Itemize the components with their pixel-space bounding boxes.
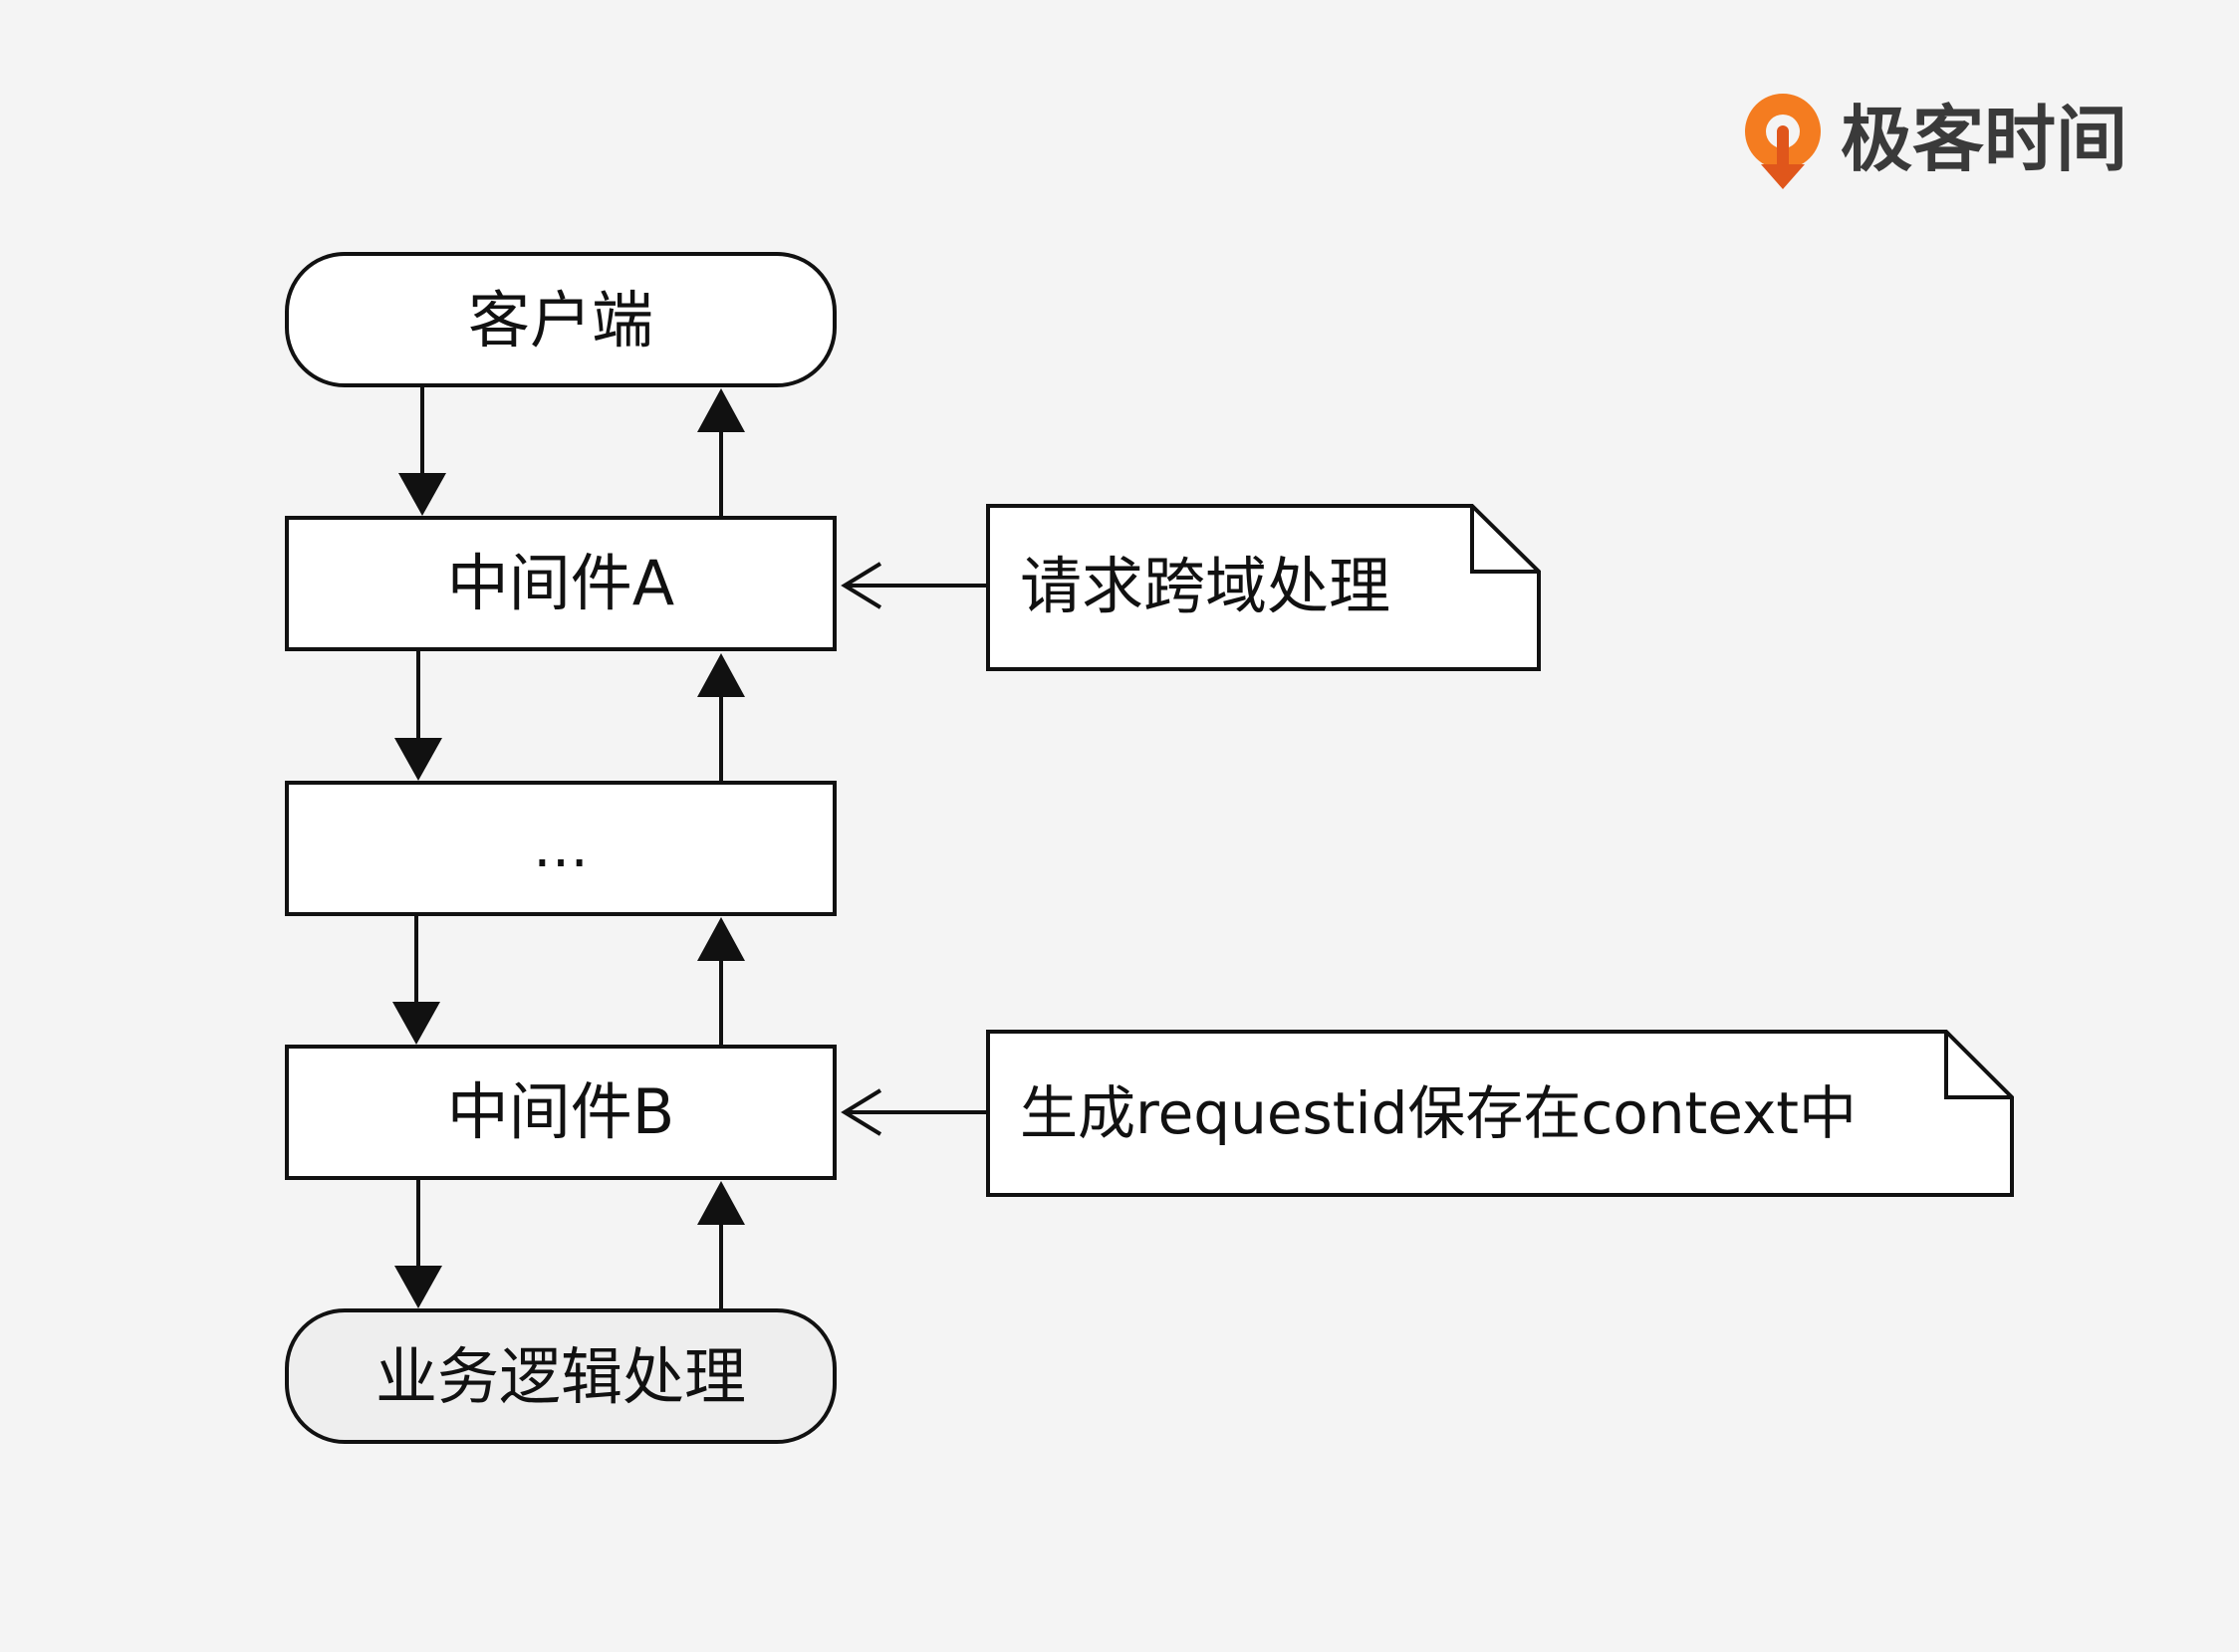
note-a-connector [841, 562, 988, 609]
down-arrowhead-2 [394, 738, 442, 781]
client-label: 客户端 [468, 284, 653, 356]
geektime-logo: 极客时间 [1745, 94, 2127, 189]
down-arrowhead-1 [398, 473, 446, 516]
middleware-a-label: 中间件A [447, 547, 674, 619]
down-arrowhead-3 [392, 1002, 440, 1045]
middleware-b-label: 中间件B [447, 1075, 675, 1148]
up-arrowhead-4 [697, 1181, 745, 1225]
note-a-text: 请求跨域处理 [1020, 550, 1390, 622]
business-logic-node: 业务逻辑处理 [285, 1308, 837, 1444]
middleware-b-node: 中间件B [285, 1045, 837, 1180]
up-arrowhead-1 [697, 388, 745, 432]
note-b: 生成requestid保存在context中 [986, 1030, 2014, 1197]
ellipsis-label: … [533, 816, 589, 880]
middleware-a-node: 中间件A [285, 516, 837, 651]
note-a: 请求跨域处理 [986, 504, 1541, 671]
ellipsis-node: … [285, 781, 837, 916]
geektime-logo-icon [1745, 94, 1821, 189]
note-b-text: 生成requestid保存在context中 [1020, 1079, 1857, 1147]
note-b-connector-arrowhead [841, 1088, 882, 1136]
down-arrowhead-4 [394, 1266, 442, 1308]
business-logic-label: 业务逻辑处理 [375, 1340, 746, 1413]
up-arrowhead-2 [697, 653, 745, 697]
up-arrows [697, 388, 745, 1310]
brand-name: 极客时间 [1841, 98, 2127, 181]
down-arrows [392, 385, 446, 1308]
up-arrowhead-3 [697, 917, 745, 961]
note-a-connector-arrowhead [841, 562, 882, 609]
note-b-connector [841, 1088, 988, 1136]
client-node: 客户端 [285, 252, 837, 387]
